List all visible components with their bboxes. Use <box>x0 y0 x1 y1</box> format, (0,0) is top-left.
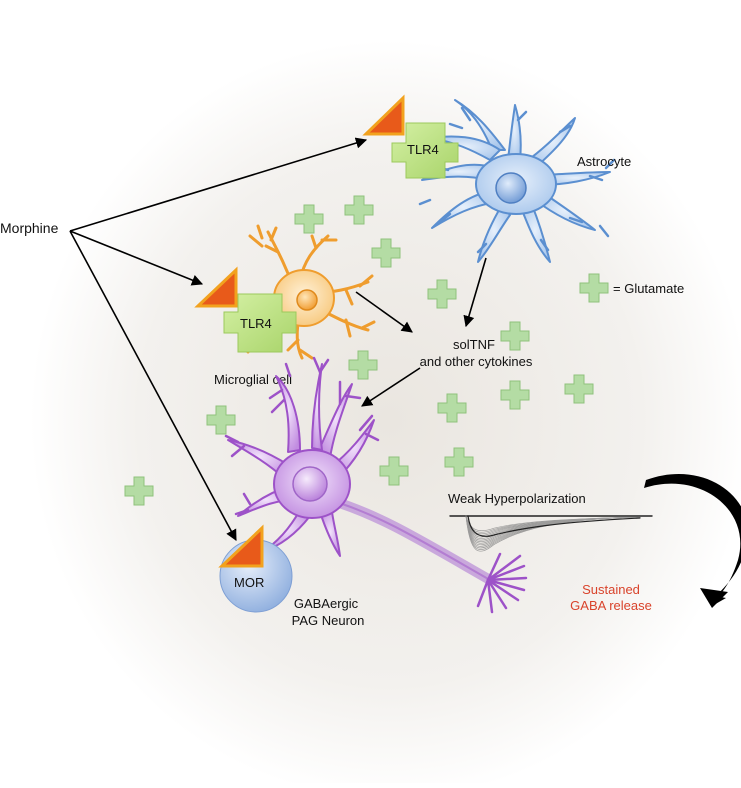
microglial-cell-label: Microglial cell <box>214 372 292 387</box>
gabaergic-neuron <box>224 356 528 614</box>
arrow-microglia-to-cytokines <box>355 291 413 333</box>
arrow-morphine-to-astrocyte <box>69 137 368 232</box>
arrow-morphine-to-microglia <box>69 230 204 286</box>
axon-terminal <box>476 552 528 614</box>
morphine-ligand-icon <box>218 524 264 568</box>
hyperpolarization-trace <box>449 515 653 552</box>
cytokines-label-line1: solTNF <box>453 337 495 352</box>
mor-receptor <box>218 524 293 613</box>
astrocyte-nucleus <box>495 172 527 204</box>
arrow-astrocyte-to-cytokines <box>463 257 487 328</box>
neuron-label-line2: PAG Neuron <box>292 613 365 628</box>
morphine-label: Morphine <box>0 220 59 236</box>
arrow-morphine-to-mor <box>69 230 237 541</box>
morphine-ligand-icon <box>362 94 405 136</box>
tlr4-microglia-label: TLR4 <box>240 316 272 331</box>
sustained-label-line2: GABA release <box>570 598 652 613</box>
neuron-label-line1: GABAergic <box>294 596 359 611</box>
neuron-nucleus <box>292 466 328 502</box>
background-halo <box>30 40 741 788</box>
astrocyte-label: Astrocyte <box>577 154 631 169</box>
microglia-nucleus <box>296 289 318 311</box>
glutamate-legend-label: = Glutamate <box>613 281 684 296</box>
morphine-ligand-icon <box>194 266 238 308</box>
tlr4-receptor-microglia <box>194 266 297 353</box>
sustained-release-arrow <box>644 474 741 608</box>
tlr4-receptor-astrocyte <box>362 94 459 179</box>
arrows <box>69 137 487 541</box>
cytokines-label-line2: and other cytokines <box>420 354 533 369</box>
mor-label: MOR <box>234 575 264 590</box>
sustained-label-line1: Sustained <box>582 582 640 597</box>
arrow-cytokines-to-neuron <box>361 367 421 407</box>
weak-hyperpolarization-label: Weak Hyperpolarization <box>448 491 586 506</box>
tlr4-astrocyte-label: TLR4 <box>407 142 439 157</box>
